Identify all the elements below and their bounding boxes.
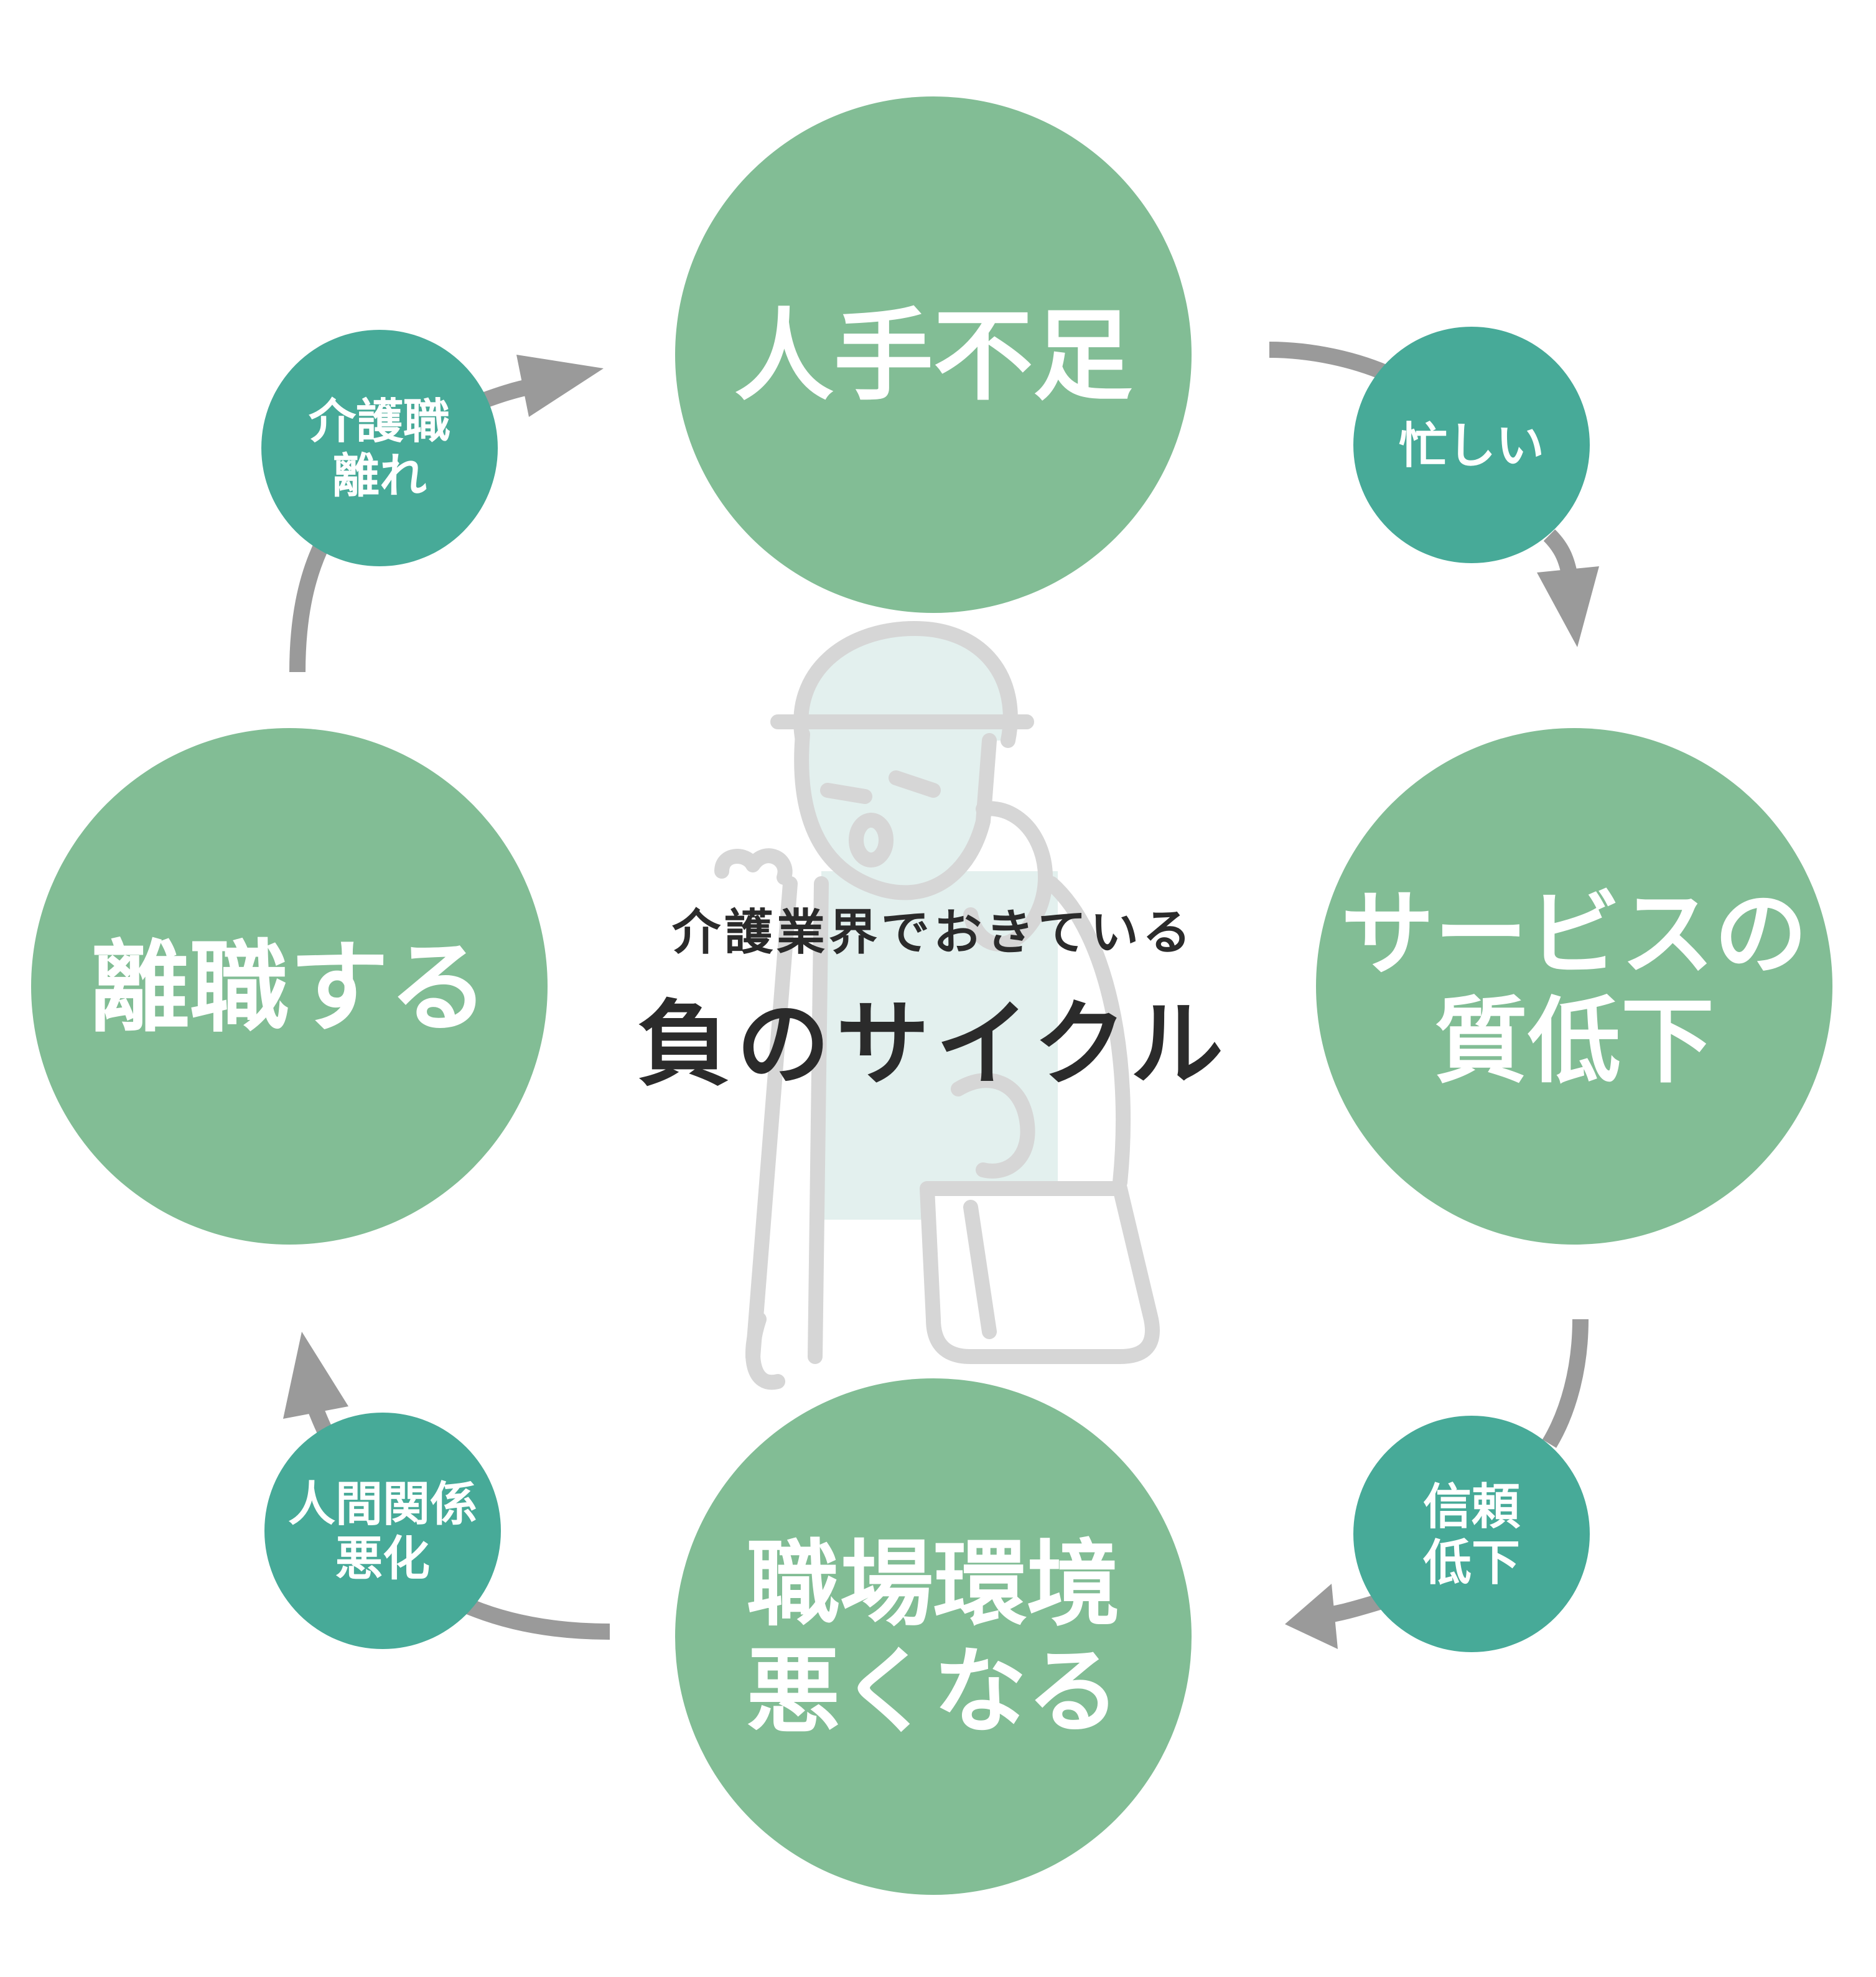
arrow-head-workplace — [1285, 1584, 1338, 1649]
transition-leave-care-work-circle — [261, 330, 498, 566]
transition-trust-decline-label-line-1: 信頼 — [1423, 1479, 1521, 1535]
arrow-quality-to-trust — [1542, 1319, 1589, 1448]
transition-trust-decline-label-line-2: 低下 — [1423, 1535, 1520, 1591]
transition-leave-care-work-label-line-2: 離れ — [332, 448, 427, 503]
stage-resign: 離職する — [31, 728, 548, 1245]
stage-staff-shortage-label-line-1: 人手不足 — [734, 298, 1132, 414]
arrow-head-quality — [1537, 566, 1599, 647]
transition-relationships-worsen-circle — [264, 1413, 501, 1649]
stage-workplace-worsens-circle — [675, 1378, 1192, 1895]
arrow-head-resign — [283, 1332, 348, 1419]
transition-leave-care-work-label-line-1: 介護職 — [309, 394, 450, 449]
transition-busy-circle — [1353, 327, 1590, 563]
transition-trust-decline-circle — [1353, 1416, 1590, 1652]
transition-busy-label-line-1: 忙しい — [1399, 418, 1544, 474]
stage-service-quality-decline-label-line-1: サービスの — [1341, 881, 1808, 989]
stage-resign-label-line-1: 離職する — [90, 930, 488, 1046]
center-subtitle: 介護業界でおきている — [672, 905, 1195, 961]
stage-workplace-worsens-label-line-1: 職場環境 — [747, 1531, 1120, 1639]
arrow-workplace-to-relations — [463, 1598, 610, 1640]
arrow-resign-to-leave — [289, 538, 331, 673]
stage-service-quality-decline-circle — [1316, 728, 1832, 1245]
transition-relationships-worsen-label-line-2: 悪化 — [335, 1531, 430, 1586]
stage-staff-shortage-circle — [675, 96, 1192, 613]
stage-service-quality-decline-label-line-2: 質低下 — [1434, 988, 1714, 1096]
stage-workplace-worsens-label-line-2: 悪くなる — [747, 1638, 1120, 1746]
center-title: 負のサイクル — [637, 991, 1230, 1099]
transition-busy: 忙しい — [1353, 327, 1590, 563]
stage-staff-shortage: 人手不足 — [675, 96, 1192, 613]
tired-caregiver-illustration — [714, 621, 1160, 1390]
transition-relationships-worsen-label-line-1: 人間関係 — [288, 1477, 477, 1532]
stage-resign-circle — [31, 728, 548, 1245]
arrow-head-shortage — [516, 355, 604, 417]
